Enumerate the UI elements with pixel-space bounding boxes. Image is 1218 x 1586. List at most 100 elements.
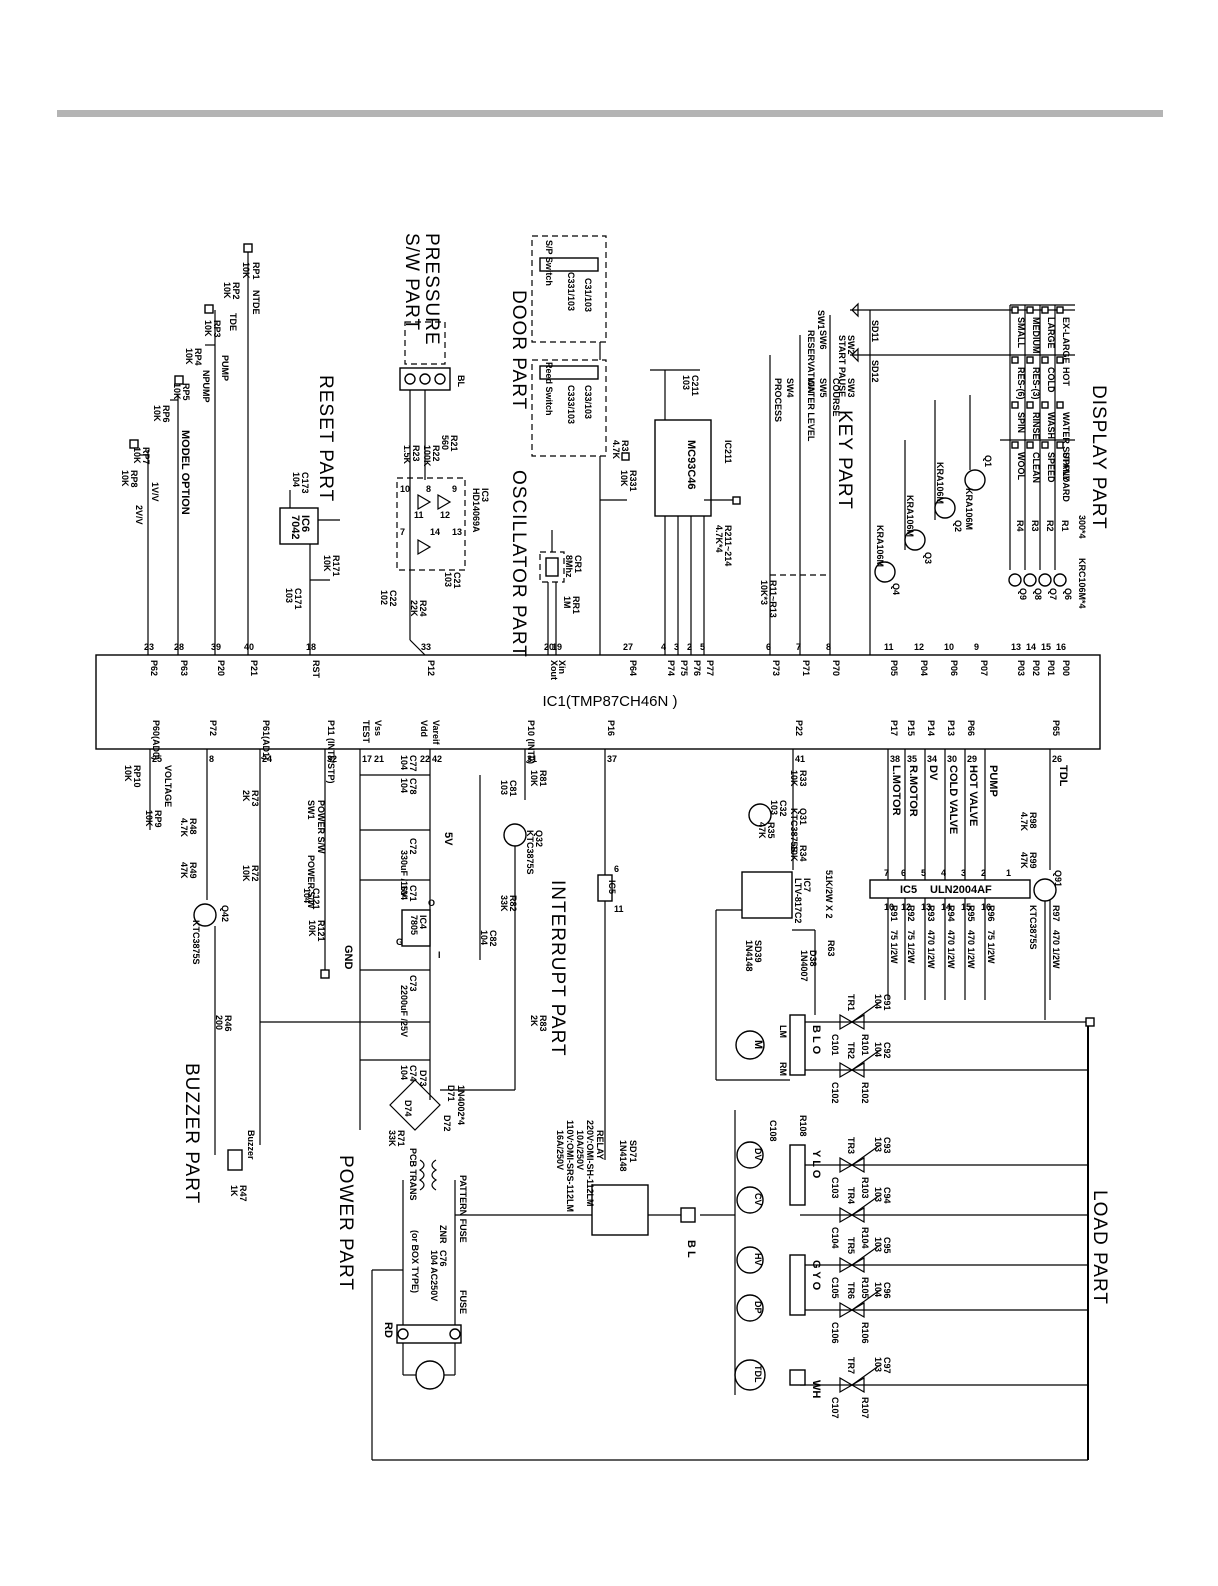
c171-label: C171 [293,588,303,610]
top-pin-number: 27 [623,642,633,652]
ic5-output-pin: 13 [921,902,931,912]
ic3-pin-9: 9 [452,484,457,494]
bottom-pin-number: 32 [327,754,337,764]
c82-value: 104 [479,930,489,945]
plus5v-label: 5V [442,832,454,846]
q31-label: Q31 [798,808,808,825]
power-connector [396,1324,462,1344]
lm-label: LM [778,1025,788,1038]
ic5-output-pin: 12 [901,902,911,912]
relay-ic5-box [597,874,613,902]
door-block: S/P Switch Reed Switch C31/103 C331/103 … [531,235,638,655]
relay-label: RELAY [595,1130,605,1160]
top-pin-name: Xin [557,660,567,674]
top-pin-name: P07 [979,660,989,676]
rp3-label: RP3 [212,320,222,338]
top-pin-name: P20 [216,660,226,676]
triac-ref: TR7 [846,1357,856,1374]
top-pin-name: P64 [628,660,638,676]
ic4-label: IC4 [418,915,428,929]
load-resistor-ref: R92 [906,905,916,922]
q3-symbol [904,529,926,551]
top-pin-number: 16 [1056,642,1066,652]
sw1-label: SW1 [816,310,826,330]
eeprom-body [654,419,712,517]
key-part-title: KEY PART [834,410,855,510]
ic5-input-pin: 3 [961,868,966,878]
reed-switch-outline [531,359,607,457]
c76-label: C76 [438,1250,448,1267]
bottom-pin-name: Vdd [419,720,429,737]
main-ic-label: IC1(TMP87CH46N ) [542,693,677,710]
bottom-pin-name: P72 [208,720,218,736]
r11-value: 10K*3 [759,580,769,605]
triac-symbol [850,1061,865,1079]
led-label: COLD [1046,367,1056,393]
top-pin-number: 7 [796,642,801,652]
signal-tdl: TDL [1057,765,1069,787]
sw2-label: SW2 [846,335,856,355]
rp6-label: RP6 [161,405,171,423]
relay-pin-6: 6 [614,864,619,874]
r331-value: 10K [619,470,629,487]
top-pin-name: P75 [679,660,689,676]
rp1-note: NTDE [251,290,261,315]
led-label: MEDIUM [1031,317,1041,354]
load-resistor-ref: R93 [926,905,936,922]
q32-symbol [503,823,527,847]
ic3-pin-13: 13 [452,527,462,537]
rp2-label: RP2 [231,282,241,300]
triac-c2: C102 [830,1082,840,1104]
motor-label: M [752,1040,764,1049]
bottom-pin-name: P17 [889,720,899,736]
bottom-pin-number: 34 [927,754,937,764]
ic5-body [869,879,1031,899]
model-option-block: RP1 10K NTDE RP2 10K TDE RP3 10K PUMP RP… [120,243,261,655]
r31-value: 4.7K [611,440,621,460]
load-resistor-ref: R95 [966,905,976,922]
r4-label: R4 [1015,520,1025,532]
pressure-part-title-2: S/W PART [401,233,422,331]
triac-ref: TR6 [846,1282,856,1299]
triac-cap-value: 104 [873,994,883,1009]
bottom-pin-number: 37 [607,754,617,764]
diodes-label: 1N4002*4 [456,1085,466,1125]
reed-switch-label: Reed Switch [544,362,554,416]
d71-label: D71 [446,1085,456,1102]
top-pin-number: 4 [661,642,666,652]
znr-label: ZNR [438,1225,448,1244]
r71-value: 33K [387,1130,397,1147]
c77-value: 104 [399,755,409,770]
ic5-output-pin: 14 [941,902,951,912]
bottom-pin-number: 41 [795,754,805,764]
sd11-label: SD11 [870,320,880,342]
hv-load [736,1246,764,1274]
led-label: CLEAN [1031,452,1041,483]
cv-load-label: CV [753,1193,763,1206]
led-indicator [1041,306,1049,314]
driver-ic-block: IC5 ULN2004AF L.MOTOR R.MOTOR DV COLD VA… [869,749,1069,1000]
ic4-i: I [438,950,441,960]
top-pin-number: 13 [1011,642,1021,652]
power-part-title: POWER PART [335,1155,356,1291]
reset-block: IC6 7042 C173 104 C171 103 R171 10K [279,472,341,655]
ic5-input-pin: 4 [941,868,946,878]
triac-cap: C96 [882,1282,892,1299]
bottom-pin-name: P61(AD1) [261,720,271,760]
load-resistor-value: 75 1/2W [906,930,916,964]
r3-label: R3 [1030,520,1040,532]
rp7-value: 10K [132,447,142,464]
bottom-pin-name: TEST [361,720,371,744]
triac-symbol [839,1301,854,1319]
r24-value: 22K [409,600,419,617]
main-ic-top-pins: 23P6228P6339P2040P2118RST33P1220Xout19Xi… [144,642,1071,680]
c72-value: 330uF /16V [399,850,409,897]
buzzer-part-title: BUZZER PART [181,1063,202,1204]
sp-switch-label: S/P Switch [544,240,554,286]
ic5-input-pin: 7 [884,868,889,878]
c331-label: C331/103 [566,272,576,311]
display-part-title: DISPLAY PART [1088,385,1109,530]
triac-symbol [839,1256,854,1274]
triac-res: R105 [860,1277,870,1299]
c76-value: 104 AC250V [429,1250,439,1301]
